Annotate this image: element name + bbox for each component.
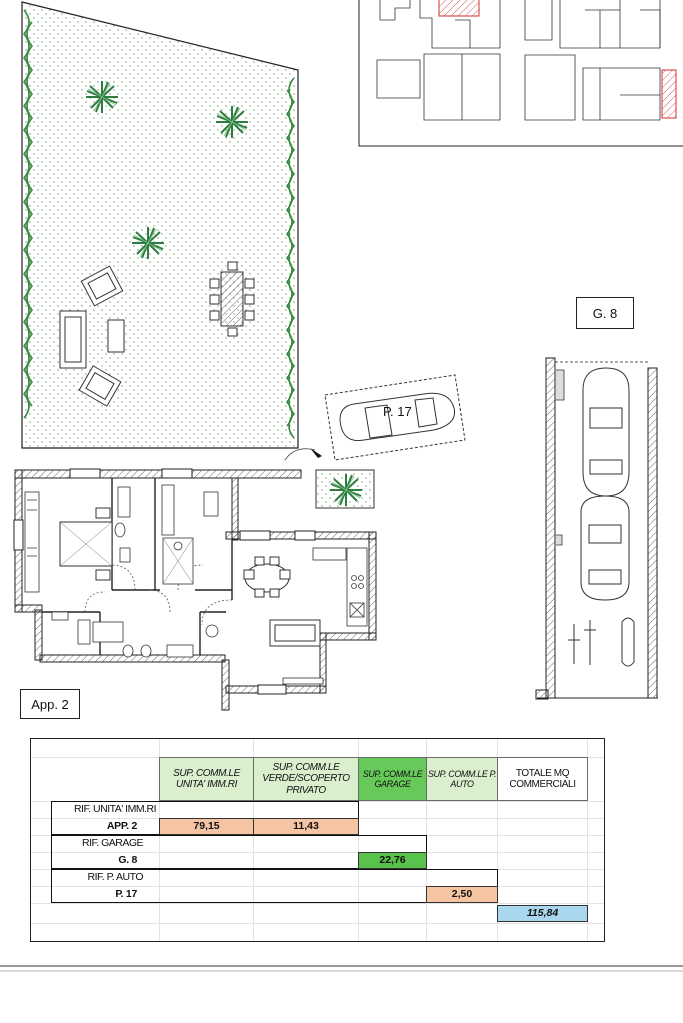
garage-plan xyxy=(535,357,658,700)
apartment-label: App. 2 xyxy=(20,689,80,719)
apartment-plan xyxy=(13,468,377,711)
parking-label: P. 17 xyxy=(383,404,412,419)
header-total-area: TOTALE MQ COMMERCIALI xyxy=(497,757,588,801)
parking-space-drawing xyxy=(284,374,466,461)
private-garden xyxy=(21,1,299,449)
row-unit-ref: RIF. UNITA' IMM.RI xyxy=(73,803,157,816)
terrace-planter xyxy=(315,469,375,509)
header-unit-area: SUP. COMM.LE UNITA' IMM.RI xyxy=(159,757,254,801)
header-garage-area: SUP. COMM.LE GARAGE xyxy=(358,757,427,801)
value-parking-area: 2,50 xyxy=(426,886,498,903)
row-parking-code: P. 17 xyxy=(115,888,137,901)
page-rule xyxy=(0,965,683,972)
value-garage-area: 22,76 xyxy=(358,852,427,869)
row-garage-code: G. 8 xyxy=(118,854,137,867)
value-total-area: 115,84 xyxy=(497,905,588,922)
value-unit-area: 79,15 xyxy=(159,818,254,835)
value-green-area: 11,43 xyxy=(253,818,359,835)
row-parking-ref: RIF. P. AUTO xyxy=(87,871,144,884)
row-garage-ref: RIF. GARAGE xyxy=(81,837,144,850)
location-key-map xyxy=(358,0,683,147)
commercial-area-table: SUP. COMM.LE UNITA' IMM.RI SUP. COMM.LE … xyxy=(30,738,605,942)
header-green-area: SUP. COMM.LE VERDE/SCOPERTO PRIVATO xyxy=(253,757,359,801)
row-unit-code: APP. 2 xyxy=(106,820,137,833)
garage-label: G. 8 xyxy=(576,297,634,329)
header-parking-area: SUP. COMM.LE P. AUTO xyxy=(426,757,498,801)
